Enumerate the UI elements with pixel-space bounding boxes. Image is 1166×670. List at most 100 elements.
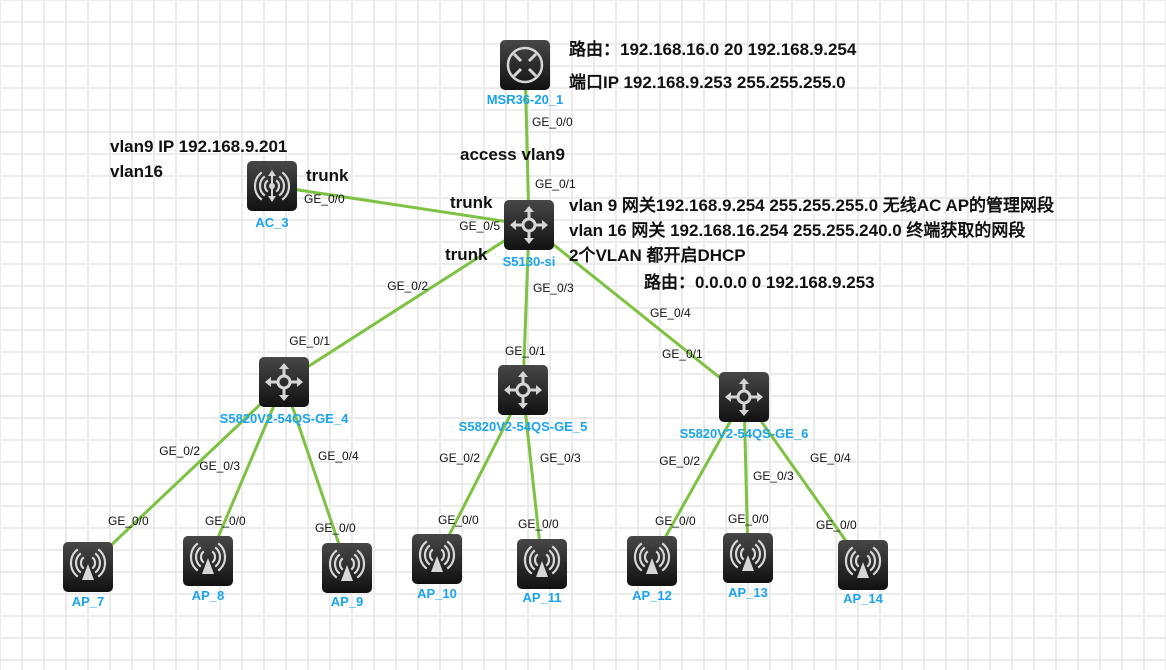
port-label: GE_0/3 xyxy=(540,451,581,465)
port-label: GE_0/0 xyxy=(728,512,769,526)
port-label: GE_0/0 xyxy=(205,514,246,528)
core-route-note: 路由：0.0.0.0 0 192.168.9.253 xyxy=(644,273,875,292)
access-point-icon xyxy=(328,549,366,581)
port-label: GE_0/1 xyxy=(505,344,546,358)
device-ac[interactable]: AC_3 xyxy=(247,161,297,230)
port-label: GE_0/3 xyxy=(753,469,794,483)
device-ap7[interactable]: AP_7 xyxy=(63,542,113,609)
device-label: S5130-si xyxy=(503,254,556,269)
l3-switch-icon xyxy=(265,363,303,401)
link-sw4-ap8[interactable] xyxy=(206,381,286,562)
port-label: GE_0/0 xyxy=(532,115,573,129)
link-sw4-ap7[interactable] xyxy=(86,380,286,569)
ac-vlan9-ip-note: vlan9 IP 192.168.9.201 xyxy=(110,137,288,156)
msr-link-mode-note: access vlan9 xyxy=(460,145,565,164)
router-icon xyxy=(506,46,544,84)
port-label: GE_0/0 xyxy=(816,518,857,532)
wireless-controller-icon xyxy=(253,170,291,202)
access-point-icon xyxy=(729,539,767,571)
core-vlan16-gateway-note: vlan 16 网关 192.168.16.254 255.255.240.0 … xyxy=(569,221,1026,240)
device-label: AP_11 xyxy=(522,590,561,605)
core-sw4-link-mode-note: trunk xyxy=(445,245,488,264)
port-label: GE_0/1 xyxy=(535,177,576,191)
port-label: GE_0/1 xyxy=(662,347,703,361)
port-label: GE_0/1 xyxy=(289,334,330,348)
device-sw4[interactable]: S5820V2-54QS-GE_4 xyxy=(220,357,349,426)
core-dhcp-note: 2个VLAN 都开启DHCP xyxy=(569,246,746,265)
device-body[interactable] xyxy=(498,365,548,415)
ac-vlan16-note: vlan16 xyxy=(110,162,163,181)
device-body[interactable] xyxy=(719,372,769,422)
msr-port-ip-note: 端口IP 192.168.9.253 255.255.255.0 xyxy=(569,73,846,92)
link-core-sw4[interactable] xyxy=(283,223,530,384)
port-labels: GE_0/0GE_0/1GE_0/0GE_0/5GE_0/2GE_0/1GE_0… xyxy=(108,115,857,535)
links xyxy=(86,64,865,569)
port-label: GE_0/2 xyxy=(659,454,700,468)
access-point-icon xyxy=(69,548,107,580)
link-sw5-ap10[interactable] xyxy=(435,389,525,560)
port-label: GE_0/2 xyxy=(439,451,480,465)
device-ap11[interactable]: AP_11 xyxy=(517,539,567,605)
device-label: AP_7 xyxy=(72,594,105,609)
port-label: GE_0/0 xyxy=(438,513,479,527)
link-core-sw6[interactable] xyxy=(528,223,745,399)
core-vlan9-gateway-note: vlan 9 网关192.168.9.254 255.255.255.0 无线A… xyxy=(569,196,1055,215)
port-label: GE_0/0 xyxy=(304,192,345,206)
device-body[interactable] xyxy=(259,357,309,407)
device-label: AP_14 xyxy=(843,591,884,606)
port-label: GE_0/2 xyxy=(159,444,200,458)
access-point-icon xyxy=(189,542,227,574)
link-msr-core[interactable] xyxy=(523,64,531,226)
link-sw6-ap14[interactable] xyxy=(742,396,865,566)
device-sw5[interactable]: S5820V2-54QS-GE_5 xyxy=(459,365,588,434)
link-core-sw5[interactable] xyxy=(521,224,531,391)
access-point-icon xyxy=(844,546,882,578)
port-label: GE_0/0 xyxy=(655,514,696,528)
l3-switch-icon xyxy=(504,371,542,409)
device-label: AP_10 xyxy=(417,586,457,601)
device-label: S5820V2-54QS-GE_5 xyxy=(459,419,588,434)
device-ap12[interactable]: AP_12 xyxy=(627,536,677,603)
device-ap10[interactable]: AP_10 xyxy=(412,534,462,601)
access-point-icon xyxy=(523,545,561,577)
ac-link-mode-note: trunk xyxy=(306,166,349,185)
access-point-icon xyxy=(418,540,456,572)
port-label: GE_0/4 xyxy=(318,449,359,463)
link-sw4-ap9[interactable] xyxy=(282,381,349,569)
link-ac-core[interactable] xyxy=(271,184,530,227)
device-ap9[interactable]: AP_9 xyxy=(322,543,372,609)
device-label: AP_13 xyxy=(728,585,768,600)
port-label: GE_0/3 xyxy=(199,459,240,473)
device-label: AC_3 xyxy=(255,215,288,230)
device-ap14[interactable]: AP_14 xyxy=(838,540,888,606)
msr-route-note: 路由：192.168.16.0 20 192.168.9.254 xyxy=(569,40,857,59)
port-label: GE_0/0 xyxy=(108,514,149,528)
l3-switch-icon xyxy=(510,206,548,244)
port-label: GE_0/2 xyxy=(387,279,428,293)
link-sw6-ap12[interactable] xyxy=(650,396,746,562)
port-label: GE_0/4 xyxy=(650,306,691,320)
device-label: AP_8 xyxy=(192,588,225,603)
device-label: S5820V2-54QS-GE_4 xyxy=(220,411,349,426)
device-sw6[interactable]: S5820V2-54QS-GE_6 xyxy=(680,372,809,441)
device-label: AP_9 xyxy=(331,594,364,609)
device-core[interactable]: S5130-si xyxy=(503,200,556,269)
port-label: GE_0/5 xyxy=(459,219,500,233)
l3-switch-icon xyxy=(725,378,763,416)
device-body[interactable] xyxy=(504,200,554,250)
devices: MSR36-20_1AC_3S5130-siS5820V2-54QS-GE_4S… xyxy=(63,40,888,609)
port-label: GE_0/4 xyxy=(810,451,851,465)
device-ap13[interactable]: AP_13 xyxy=(723,533,773,600)
port-label: GE_0/0 xyxy=(518,517,559,531)
port-label: GE_0/0 xyxy=(315,521,356,535)
device-label: AP_12 xyxy=(632,588,672,603)
device-msr[interactable]: MSR36-20_1 xyxy=(487,40,564,107)
port-label: GE_0/3 xyxy=(533,281,574,295)
device-label: S5820V2-54QS-GE_6 xyxy=(680,426,809,441)
link-sw6-ap13[interactable] xyxy=(742,396,750,559)
device-ap8[interactable]: AP_8 xyxy=(183,536,233,603)
link-sw5-ap11[interactable] xyxy=(521,389,544,565)
device-label: MSR36-20_1 xyxy=(487,92,564,107)
